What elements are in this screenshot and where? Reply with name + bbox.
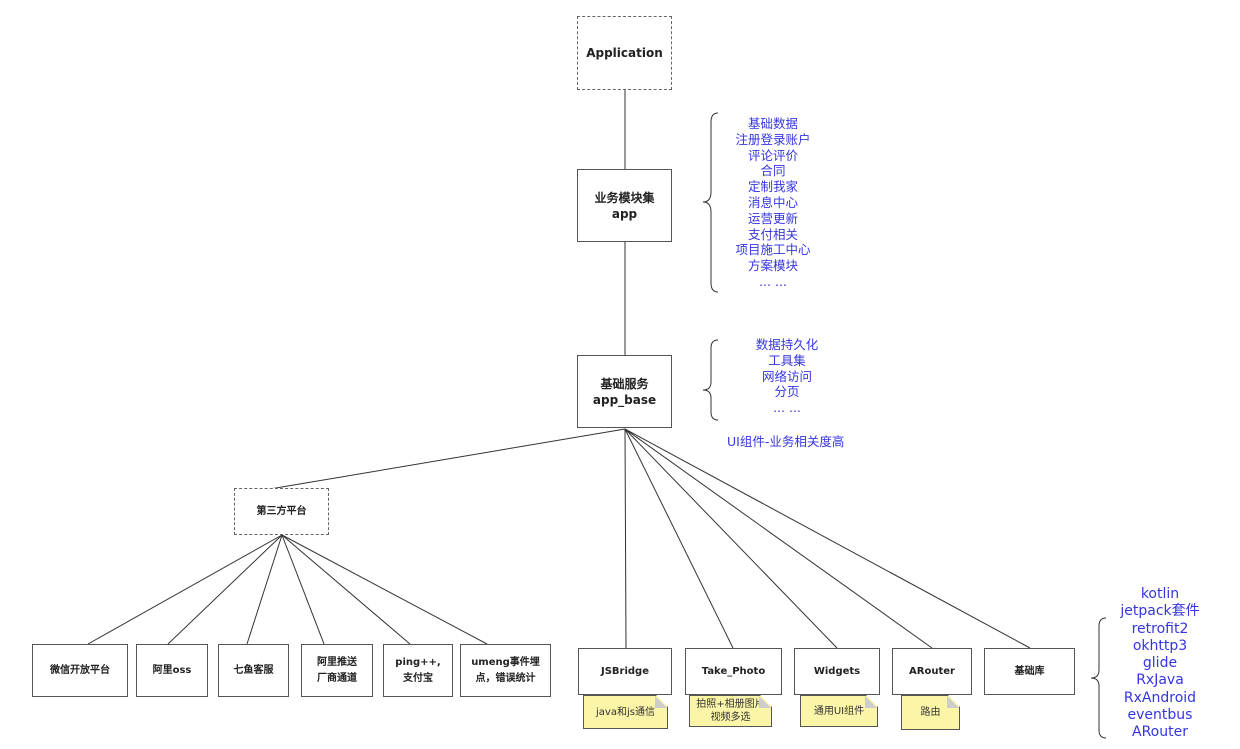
list-item: 消息中心: [747, 194, 798, 210]
list-item: 项目施工中心: [735, 242, 811, 258]
note-text: 路由: [920, 707, 941, 718]
note-take-photo: 拍照+相册图片 视频多选: [689, 695, 772, 727]
brace-app-modules: [702, 112, 719, 293]
list-item: 注册登录账户: [735, 131, 811, 147]
node-ali-push: 阿里推送 厂商通道: [301, 644, 373, 697]
list-item: 支付相关: [747, 226, 798, 242]
node-jsbridge: JSBridge: [578, 648, 672, 695]
note-arouter: 路由: [901, 695, 960, 730]
ui-component-note: UI组件-业务相关度高: [727, 434, 845, 449]
node-wechat: 微信开放平台: [32, 644, 128, 697]
list-item: 定制我家: [747, 179, 798, 195]
connector-tp-3: [281, 534, 325, 645]
list-item: eventbus: [1127, 707, 1193, 724]
node-app: 业务模块集 app: [577, 169, 672, 242]
node-base-lib: 基础库: [984, 648, 1075, 695]
note-text: 拍照+相册图片 视频多选: [696, 699, 765, 723]
node-aliyun-oss: 阿里oss: [136, 644, 208, 697]
node-take-photo: Take_Photo: [685, 648, 782, 695]
list-item: ... ...: [773, 400, 801, 416]
node-ping-alipay: ping++, 支付宝: [383, 644, 453, 697]
node-umeng: umeng事件埋 点，错误统计: [460, 644, 551, 697]
list-item: 基础数据: [747, 116, 798, 131]
list-item: 评论评价: [747, 147, 798, 163]
list-item: RxAndroid: [1123, 689, 1197, 706]
connector-appbase-arouter: [624, 428, 933, 649]
node-widgets: Widgets: [794, 648, 880, 695]
libraries-list: kotlin jetpack套件 retrofit2 okhttp3 glide…: [1100, 586, 1220, 742]
list-item: ... ...: [759, 273, 787, 289]
connector-appbase-widgets: [624, 428, 838, 649]
list-item: ARouter: [1132, 724, 1188, 741]
node-application: Application: [577, 16, 672, 90]
node-third-party: 第三方平台: [234, 488, 329, 535]
note-jsbridge: java和js通信: [583, 695, 668, 729]
connector-appbase-jsbridge: [624, 428, 627, 649]
connector-tp-1: [167, 534, 283, 645]
brace-libraries: [1090, 617, 1107, 739]
node-arouter: ARouter: [892, 648, 972, 695]
list-item: retrofit2: [1131, 620, 1189, 637]
note-widgets: 通用UI组件: [800, 695, 878, 727]
list-item: 合同: [760, 163, 786, 179]
connector-appbase-baselib: [624, 428, 1031, 649]
list-item: okhttp3: [1132, 637, 1188, 654]
base-services-list: 数据持久化 工具集 网络访问 分页 ... ...: [737, 337, 837, 416]
list-item: 运营更新: [747, 210, 798, 226]
app-modules-list: 基础数据 注册登录账户 评论评价 合同 定制我家 消息中心 运营更新 支付相关 …: [723, 116, 823, 290]
note-text: java和js通信: [596, 706, 655, 718]
brace-base-services: [702, 339, 719, 421]
list-item: kotlin: [1140, 586, 1180, 602]
connector-tp-4: [281, 534, 411, 645]
list-item: 网络访问: [761, 368, 812, 384]
node-app-base: 基础服务 app_base: [577, 355, 672, 428]
note-text: 通用UI组件: [813, 705, 865, 717]
node-qiyu: 七鱼客服: [218, 644, 289, 697]
list-item: RxJava: [1136, 672, 1184, 689]
connector-appbase-takephoto: [624, 428, 734, 649]
list-item: jetpack套件: [1120, 603, 1200, 620]
list-item: glide: [1142, 655, 1178, 672]
connector-tp-5: [281, 534, 488, 645]
list-item: 工具集: [768, 352, 806, 368]
list-item: 分页: [774, 384, 800, 400]
list-item: 数据持久化: [755, 337, 819, 352]
connector-tp-2: [246, 534, 283, 645]
list-item: 方案模块: [747, 258, 798, 274]
connector-tp-0: [87, 534, 283, 645]
connector-appbase-thirdparty: [269, 428, 626, 490]
